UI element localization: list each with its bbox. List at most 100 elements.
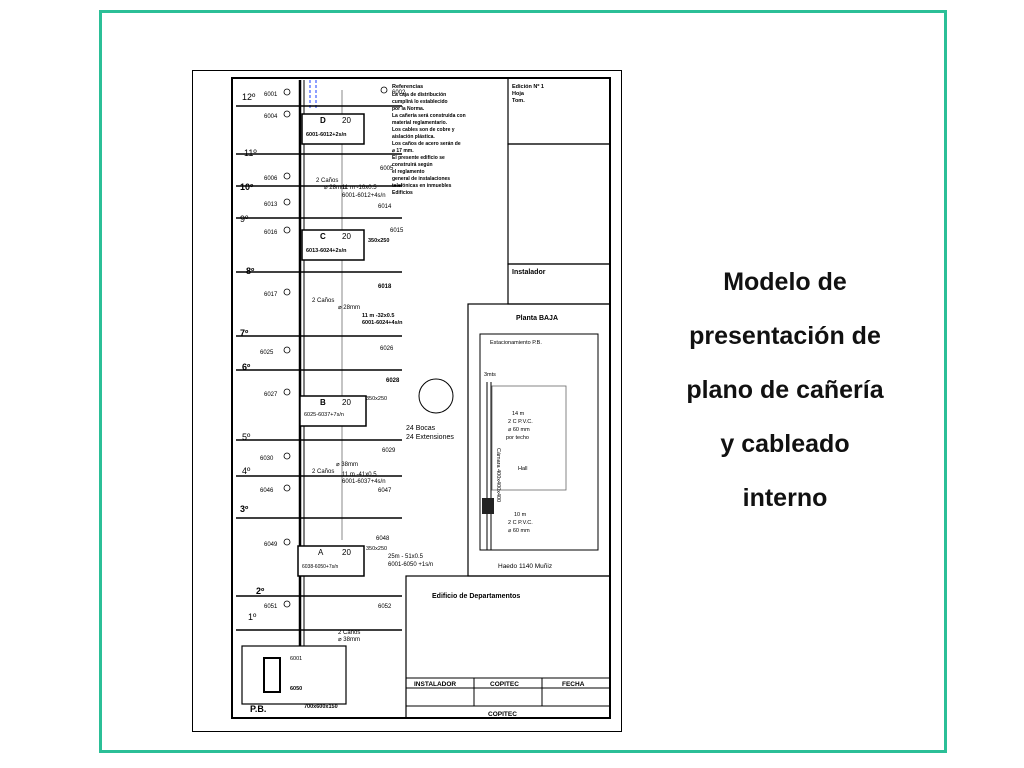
edicion-line1: Edición Nº 1 (512, 84, 544, 90)
estacionamiento-label: Estacionamiento P.B. (490, 340, 542, 346)
address-label: Haedo 1140 Muñiz (498, 563, 552, 570)
notes-title: Referencias (392, 84, 423, 90)
outlet-6027: 6027 (264, 392, 278, 398)
pb-number: 6050 (290, 686, 302, 692)
box-b-size: 350x250 (366, 396, 387, 402)
outlet-6004: 6004 (264, 114, 278, 120)
box-a-size: 350x250 (366, 546, 387, 552)
pb-code: 6001 (290, 656, 302, 662)
svg-text:6001-6050 +1s/n: 6001-6050 +1s/n (388, 562, 433, 568)
building-box (405, 575, 611, 719)
title-line-2: presentación de (689, 322, 881, 350)
outlet-6030: 6030 (260, 456, 274, 462)
floor-8: 8º (246, 266, 255, 276)
box-c-code: 6013-6024+2s/n (306, 248, 347, 254)
outlet-6047: 6047 (378, 488, 392, 494)
floor-1: 1º (248, 612, 257, 622)
box-a-letter: A (318, 548, 324, 557)
floor-11: 11º (244, 148, 257, 158)
table-header-copitec: COPITEC (490, 681, 519, 688)
outlet-6001: 6001 (264, 92, 278, 98)
box-d-number: 20 (342, 116, 351, 125)
floor-7: 7º (240, 328, 249, 338)
planta-baja-title: Planta BAJA (516, 315, 558, 322)
building-label: Edificio de Departamentos (432, 593, 520, 600)
svg-text:Edificios: Edificios (392, 190, 413, 196)
outlet-6005: 6005 (380, 166, 394, 172)
svg-text:2 Caños: 2 Caños (312, 469, 334, 475)
planta-inner (479, 333, 599, 551)
svg-text:25m - 51x0.5: 25m - 51x0.5 (388, 554, 424, 560)
svg-text:11 m -16x0.5: 11 m -16x0.5 (342, 185, 377, 191)
title-line-4: y cableado (720, 430, 850, 458)
pvc1-label: 2 C P.V.C. (508, 419, 533, 425)
outlet-6015: 6015 (390, 228, 404, 234)
title-line-3: plano de cañería (686, 376, 884, 404)
svg-text:⌀ 28mm: ⌀ 28mm (324, 185, 346, 191)
title-line-5: interno (742, 484, 828, 512)
pb-box (241, 645, 347, 705)
hall-outline (491, 385, 567, 491)
floor-2: 2º (256, 586, 265, 596)
svg-text:Los cables son de cobre y: Los cables son de cobre y (392, 127, 455, 133)
pvc2-label: 2 C P.V.C. (508, 520, 533, 526)
box-a (297, 545, 365, 577)
dist2-label: 10 m (514, 512, 527, 518)
outlet-6028: 6028 (386, 378, 400, 384)
box-b-number: 20 (342, 398, 351, 407)
floor-pb: P.B. (250, 704, 266, 714)
outlet-6052: 6052 (378, 604, 392, 610)
svg-text:⌀ 38mm: ⌀ 38mm (336, 462, 358, 468)
table-header-fecha: FECHA (562, 681, 585, 688)
box-c-letter: C (320, 232, 326, 241)
footer-copitec: COPITEC (488, 711, 517, 718)
sheet-outer-border (191, 69, 623, 733)
svg-text:6001-6024+4s/n: 6001-6024+4s/n (362, 320, 403, 326)
svg-text:11 m -32x0.5: 11 m -32x0.5 (362, 313, 394, 319)
pb-size: 700x600x150 (304, 704, 338, 710)
floor-12: 12º (242, 92, 256, 102)
box-d-code: 6001-6012+2s/n (306, 132, 347, 138)
outlet-6029: 6029 (382, 448, 396, 454)
dist1-label: 14 m (512, 411, 525, 417)
outlet-6006: 6006 (264, 176, 278, 182)
outlet-6013: 6013 (264, 202, 278, 208)
floor-4: 4º (242, 466, 251, 476)
svg-text:2 Caños: 2 Caños (338, 630, 360, 636)
outlet-6051: 6051 (264, 604, 278, 610)
svg-text:6001-6012+4s/n: 6001-6012+4s/n (342, 193, 386, 199)
notes: Referencias La caja de distribución cump… (392, 84, 466, 196)
svg-text:material reglamentario.: material reglamentario. (392, 120, 448, 126)
floor-9: 9º (240, 214, 249, 224)
outlet-6049: 6049 (264, 542, 278, 548)
svg-text:por la Norma.: por la Norma. (392, 106, 425, 112)
box-a-number: 20 (342, 548, 351, 557)
outlet-6026: 6026 (380, 346, 394, 352)
extensiones-label: 24 Extensiones (406, 434, 454, 441)
edicion-line2: Hoja (512, 91, 525, 97)
camara-label: Cámara 400x400x400 (495, 448, 501, 502)
svg-text:cumplirá lo establecido: cumplirá lo establecido (392, 99, 448, 105)
dia1-label: ⌀ 60 mm (508, 427, 530, 433)
techo-label: por techo (506, 435, 529, 441)
svg-text:⌀ 28mm: ⌀ 28mm (338, 305, 360, 311)
box-b (299, 395, 367, 427)
box-c-number: 20 (342, 232, 351, 241)
bocas-label: 24 Bocas (406, 425, 436, 432)
floor-5: 5º (242, 432, 251, 442)
floor-3: 3º (240, 504, 249, 514)
svg-text:el reglamento: el reglamento (392, 169, 425, 175)
svg-text:6001-6037+4s/n: 6001-6037+4s/n (342, 479, 386, 485)
box-b-letter: B (320, 398, 326, 407)
svg-text:general de instalaciones: general de instalaciones (392, 176, 450, 182)
outlet-6002: 6002 (392, 90, 406, 96)
svg-text:telefónicas en inmuebles: telefónicas en inmuebles (392, 183, 452, 189)
outlet-6017: 6017 (264, 292, 278, 298)
hall-label: Hall (518, 466, 527, 472)
title-line-1: Modelo de (723, 268, 847, 296)
floor-10: 10º (240, 182, 254, 192)
box-d-letter: D (320, 116, 326, 125)
instalador-label: Instalador (512, 269, 546, 276)
table-header-instalador: INSTALADOR (414, 681, 456, 688)
slide-title: Modelo de presentación de plano de cañer… (660, 255, 910, 525)
